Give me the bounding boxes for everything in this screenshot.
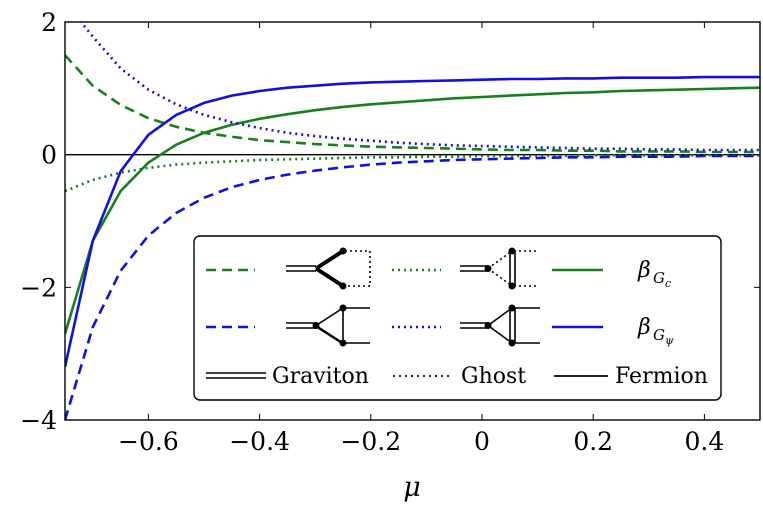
y-tick-label: −2 (20, 273, 57, 302)
x-tick-label: −0.2 (340, 427, 401, 456)
graviton-vertex-diagram-icon (286, 247, 371, 290)
svg-text:β: β (637, 315, 651, 340)
x-tick-label: 0.2 (573, 427, 613, 456)
series-green-dashed (65, 54, 760, 154)
svg-text:ψ: ψ (665, 334, 674, 347)
svg-text:G: G (653, 269, 665, 287)
series-blue-dashed (65, 154, 760, 420)
ghost-vertex-diagram-icon (460, 247, 538, 290)
fermion-internal-graviton-diagram-icon (460, 304, 540, 347)
y-tick-label: 2 (41, 8, 57, 37)
ticks-layer: −0.6 −0.4 −0.2 0 0.2 0.4 −4 −2 0 2 (20, 8, 760, 456)
x-tick-label: −0.6 (118, 427, 179, 456)
plot-frame (64, 21, 761, 421)
series-blue-dotted (79, 22, 760, 152)
y-tick-label: −4 (20, 406, 57, 435)
y-tick-label: 0 (41, 141, 57, 170)
x-tick-label: 0 (474, 427, 490, 456)
series-green-solid (65, 86, 760, 335)
series-layer (65, 22, 760, 420)
fermion-graviton-vertex-diagram-icon (286, 304, 370, 347)
svg-text:c: c (665, 277, 671, 290)
legend-graviton-label: Graviton (272, 364, 369, 389)
legend-ghost-label: Ghost (461, 364, 526, 389)
legend-fermion-label: Fermion (615, 364, 708, 389)
x-tick-label: 0.4 (685, 427, 725, 456)
svg-text:β: β (637, 258, 651, 283)
series-green-dotted (65, 154, 760, 193)
series-blue-solid (65, 75, 760, 368)
legend-beta-psi-label: β G ψ (637, 315, 674, 347)
legend-beta-c-label: β G c (637, 258, 671, 290)
legend: β G c (193, 235, 722, 401)
x-axis-title: μ (403, 472, 421, 503)
x-tick-label: −0.4 (229, 427, 290, 456)
svg-text:G: G (653, 326, 665, 344)
